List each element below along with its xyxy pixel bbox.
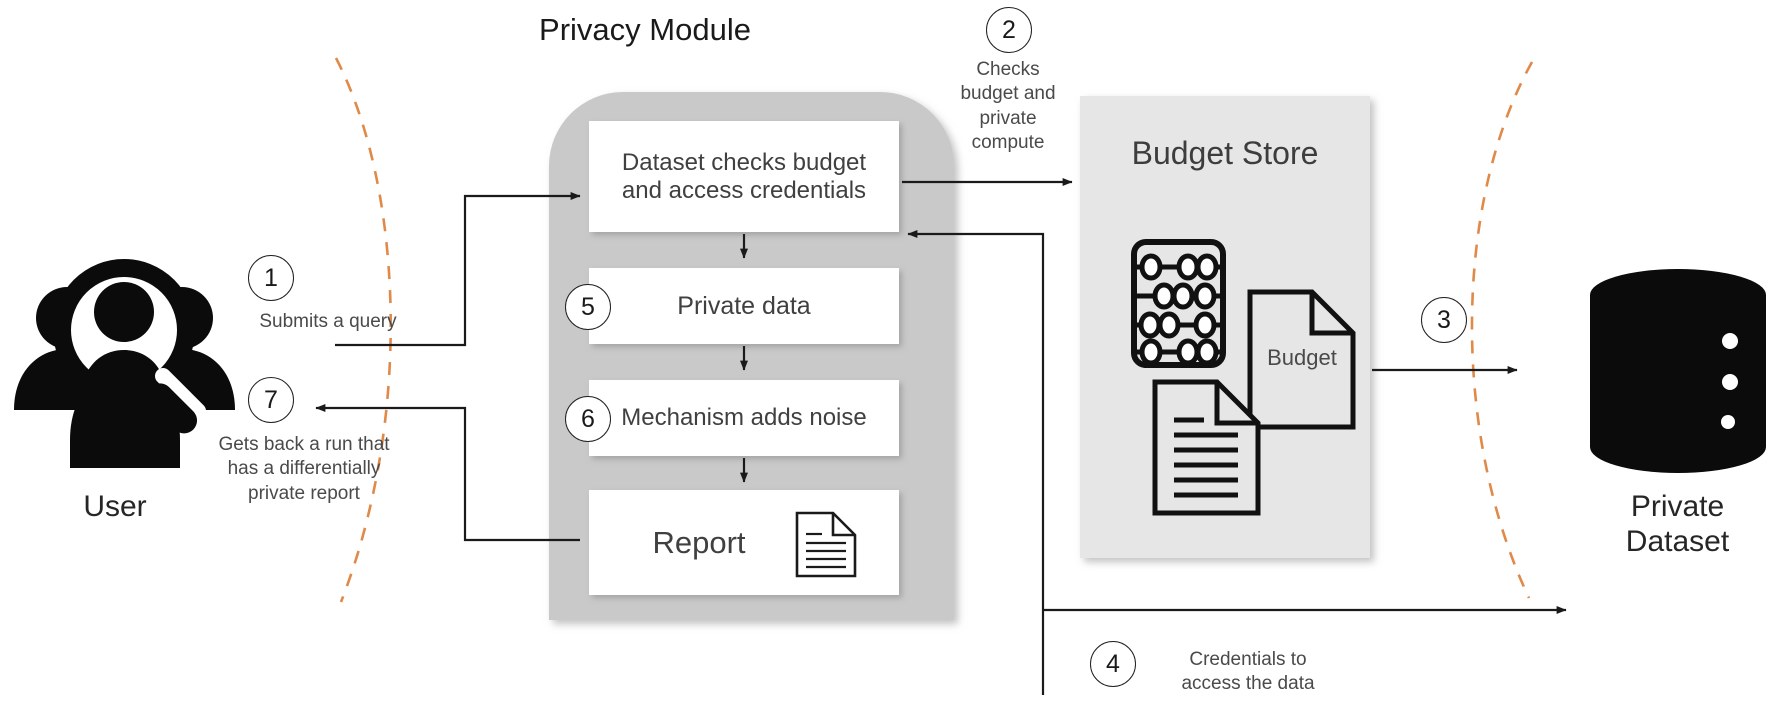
arrow-step7-report-to-user <box>315 404 580 542</box>
dataset-checks-text: Dataset checks budget and access credent… <box>621 148 867 204</box>
step-number-2: 2 <box>986 7 1032 53</box>
step-number-5: 5 <box>565 284 611 330</box>
module-box-private-data <box>589 268 899 344</box>
module-box-dataset-checks <box>589 121 899 232</box>
module-box-report-label: Report <box>589 490 809 595</box>
abacus-icon <box>1131 239 1226 368</box>
step-number-1: 1 <box>248 255 294 301</box>
step-number-6: 6 <box>565 396 611 442</box>
report-text: Report <box>652 524 746 560</box>
step-number-4: 4 <box>1090 641 1136 687</box>
module-box-private-data-label: Private data <box>589 268 899 344</box>
user-label: User <box>83 490 147 523</box>
step4-annotation: Credentials to access the data <box>1181 649 1315 695</box>
mechanism-text: Mechanism adds noise <box>621 404 867 431</box>
private-dataset-label: Private Dataset <box>1625 490 1730 558</box>
document-lines-icon <box>1152 379 1261 516</box>
budget-document-label: Budget <box>1267 345 1337 370</box>
step7-annotation: Gets back a run that has a differentiall… <box>218 434 390 504</box>
step-number-7: 7 <box>248 377 294 423</box>
step-number-3: 3 <box>1421 297 1467 343</box>
database-icon <box>1590 269 1766 473</box>
step2-annotation: Checks budget and private compute <box>960 59 1056 153</box>
budget-store-label: Budget Store <box>1131 135 1319 171</box>
module-box-dataset-checks-label: Dataset checks budget and access credent… <box>589 121 899 232</box>
step1-annotation: Submits a query <box>259 311 397 332</box>
privacy-boundary-right <box>1470 61 1534 599</box>
page-title: Privacy Module <box>539 12 751 47</box>
module-box-mechanism <box>589 380 899 456</box>
budget-document-icon <box>1247 289 1356 430</box>
private-data-text: Private data <box>677 291 811 320</box>
arrow-budget-store-return <box>907 230 1045 695</box>
arrow-step1-submits-query <box>335 192 581 347</box>
report-document-icon <box>795 511 857 578</box>
users-search-icon <box>14 259 235 468</box>
module-box-mechanism-label: Mechanism adds noise <box>589 380 899 456</box>
